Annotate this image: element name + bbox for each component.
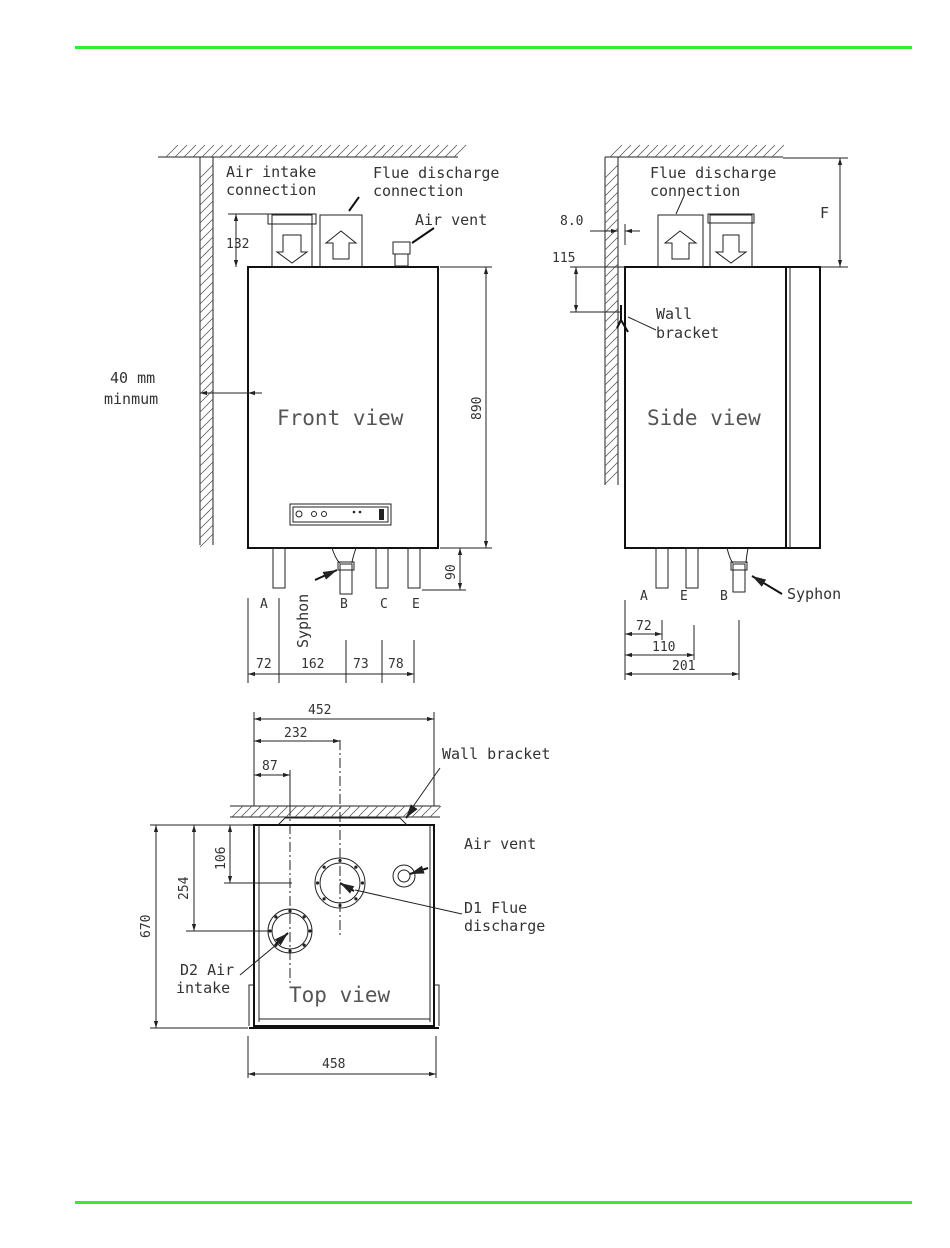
conn-label-e: E bbox=[412, 597, 420, 612]
air-intake-label-1: Air intake bbox=[226, 163, 316, 181]
d1-label-2: discharge bbox=[464, 917, 545, 935]
side-syphon-label: Syphon bbox=[787, 585, 841, 603]
height-dim: 890 bbox=[470, 397, 485, 420]
top-wall-bracket-label: Wall bracket bbox=[442, 745, 550, 763]
side-dim-72: 72 bbox=[636, 619, 652, 634]
front-pipes bbox=[273, 548, 420, 594]
d2-label-2: intake bbox=[176, 979, 230, 997]
flue-label-2: connection bbox=[373, 182, 463, 200]
side-view-label: Side view bbox=[647, 406, 761, 430]
width-458: 458 bbox=[322, 1057, 345, 1072]
side-air-duct bbox=[708, 214, 754, 267]
spacing-72: 72 bbox=[256, 657, 272, 672]
width-452: 452 bbox=[308, 703, 331, 718]
wall-bracket-label-2: bracket bbox=[656, 324, 719, 342]
width-232: 232 bbox=[284, 726, 307, 741]
front-wall bbox=[158, 145, 466, 547]
wall-gap-dim: 8.0 bbox=[560, 214, 583, 229]
d1-label-1: D1 Flue bbox=[464, 899, 527, 917]
side-dim-110: 110 bbox=[652, 640, 675, 655]
side-flue-label-2: connection bbox=[650, 182, 740, 200]
front-syphon-label: Syphon bbox=[294, 594, 312, 648]
front-view: Air intake connection Flue discharge con… bbox=[104, 145, 499, 683]
clearance-label-2: minmum bbox=[104, 390, 158, 408]
conn-label-b: B bbox=[340, 597, 348, 612]
f-dim-label: F bbox=[820, 204, 829, 222]
front-view-label: Front view bbox=[277, 406, 404, 430]
bottom-dim: 90 bbox=[444, 564, 459, 580]
conn-label-a: A bbox=[260, 597, 268, 612]
top-wall bbox=[230, 806, 441, 817]
depth-106: 106 bbox=[214, 847, 229, 870]
clearance-label-1: 40 mm bbox=[110, 369, 155, 387]
wall-bracket-shape bbox=[617, 305, 628, 332]
air-intake-duct bbox=[268, 214, 316, 267]
air-vent-label: Air vent bbox=[415, 211, 487, 229]
side-conn-a: A bbox=[640, 589, 648, 604]
side-dim-201: 201 bbox=[672, 659, 695, 674]
spacing-162: 162 bbox=[301, 657, 324, 672]
depth-670: 670 bbox=[139, 915, 154, 938]
top-air-vent-label: Air vent bbox=[464, 835, 536, 853]
top-view: Wall bracket Air vent D1 Flue discharge … bbox=[139, 703, 550, 1078]
air-intake-label-2: connection bbox=[226, 181, 316, 199]
side-pipes bbox=[656, 548, 748, 592]
side-flue-label-1: Flue discharge bbox=[650, 164, 776, 182]
wall-bracket-label-1: Wall bbox=[656, 305, 692, 323]
air-vent-fitting bbox=[393, 242, 410, 266]
side-view: Flue discharge connection Wall bracket S… bbox=[552, 145, 848, 680]
side-conn-b: B bbox=[720, 589, 728, 604]
conn-label-c: C bbox=[380, 597, 388, 612]
top-view-label: Top view bbox=[289, 983, 391, 1007]
side-flue-duct bbox=[658, 215, 703, 267]
control-panel bbox=[290, 504, 391, 525]
flue-discharge-duct bbox=[320, 215, 362, 267]
side-conn-e: E bbox=[680, 589, 688, 604]
bracket-drop-dim: 115 bbox=[552, 251, 575, 266]
flue-label-1: Flue discharge bbox=[373, 164, 499, 182]
spacing-73: 73 bbox=[353, 657, 369, 672]
depth-254: 254 bbox=[177, 876, 192, 900]
d2-label-1: D2 Air bbox=[180, 961, 234, 979]
spacing-78: 78 bbox=[388, 657, 404, 672]
width-87: 87 bbox=[262, 759, 278, 774]
top-offset-dim: 132 bbox=[226, 237, 249, 252]
top-air-vent bbox=[393, 865, 415, 887]
